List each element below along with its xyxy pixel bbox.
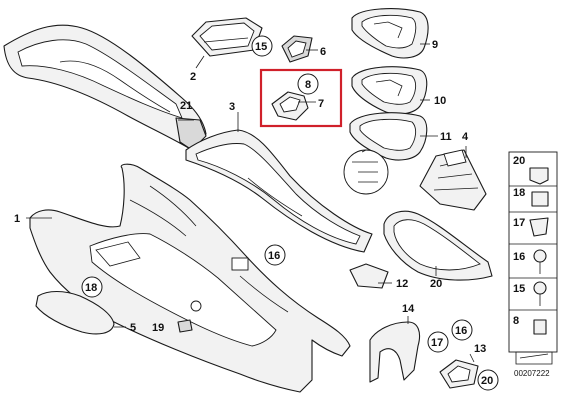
callout-4: 4 (462, 131, 469, 143)
cover-plate (349, 263, 389, 289)
armrest-pad (35, 290, 115, 335)
callout-20: 20 (481, 375, 493, 387)
callout-22: 21 (180, 100, 192, 112)
callout-3: 3 (229, 101, 235, 113)
callout-7: 7 (318, 98, 324, 110)
circled-callouts: 15 8 16 18 17 16 20 (81, 35, 499, 391)
holder-13 (439, 359, 479, 389)
shift-boot (419, 149, 487, 211)
clip-19 (177, 319, 193, 333)
callout-1: 1 (14, 213, 20, 225)
diagram-code: 00207222 (514, 369, 550, 378)
highlight-box (259, 68, 343, 128)
callout-13: 13 (474, 343, 486, 355)
shift-surround-11 (343, 112, 428, 195)
callout-16b: 16 (455, 325, 467, 337)
callout-8: 8 (305, 79, 311, 91)
callout-9: 9 (432, 39, 438, 51)
callout-14: 14 (402, 303, 415, 315)
callout-11: 11 (440, 131, 452, 143)
callout-5: 5 (130, 322, 136, 334)
trim-panel-upper (3, 24, 207, 151)
callout-17: 17 (431, 337, 443, 349)
callout-12: 12 (396, 278, 408, 290)
console-frame (383, 210, 493, 281)
switch-part (271, 91, 309, 121)
legend-label-17: 17 (513, 217, 525, 229)
callout-10: 10 (434, 95, 446, 107)
bracket-14 (369, 321, 421, 383)
storage-tray (191, 17, 263, 57)
legend-label-16: 16 (513, 251, 525, 263)
callout-16a: 16 (268, 250, 280, 262)
parts-legend: 20 18 17 16 15 8 00207222 (508, 151, 558, 378)
legend-label-15: 15 (513, 283, 525, 295)
legend-label-18: 18 (513, 187, 525, 199)
shift-surround-9 (351, 8, 429, 59)
callout-15: 15 (255, 41, 267, 53)
callout-19: 19 (152, 322, 164, 334)
leader-lines (26, 43, 475, 363)
callout-18: 18 (85, 282, 97, 294)
callout-2: 2 (190, 71, 196, 83)
callout-labels: 1 2 3 4 5 6 7 9 10 11 12 13 14 19 20 21 (14, 39, 486, 355)
callout-6: 6 (320, 46, 326, 58)
shift-surround-10 (351, 66, 428, 115)
legend-label-20: 20 (513, 155, 525, 167)
callout-21: 20 (430, 278, 442, 290)
legend-label-8: 8 (513, 315, 519, 327)
insert-small (281, 35, 313, 63)
main-console (29, 163, 351, 393)
